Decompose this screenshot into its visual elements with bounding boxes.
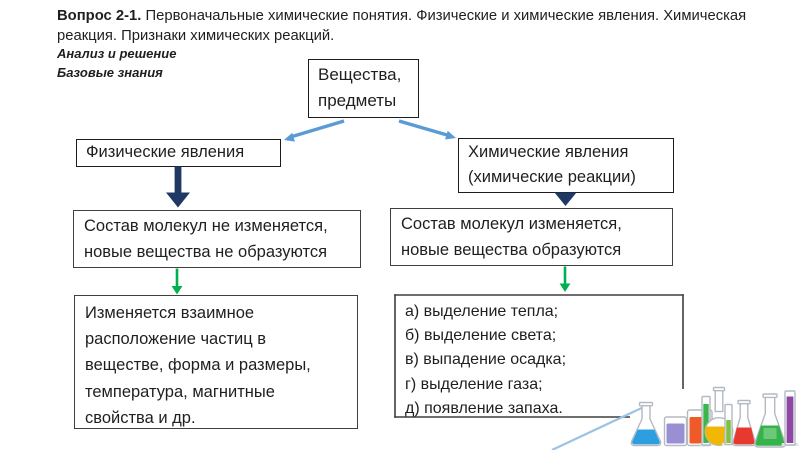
text-line: Химические явления <box>468 143 629 161</box>
text-line: предметы <box>318 91 397 110</box>
text-line: Вещества, <box>318 65 402 84</box>
basics-label: Базовые знания <box>57 65 163 80</box>
text-line: Состав молекул изменяется, <box>401 215 622 233</box>
question-title-line2: реакция. Признаки химических реакций. <box>57 27 335 44</box>
question-number: Вопрос 2-1. <box>57 8 142 24</box>
beaker-orange-icon <box>686 409 713 447</box>
test-tube-green-icon <box>721 403 736 446</box>
analysis-label: Анализ и решение <box>57 46 177 61</box>
reaction-signs-box: а) выделение тепла; б) выделение света; в)… <box>395 295 683 417</box>
question-title-line1: Вопрос 2-1. Первоначальные химические по… <box>57 8 747 24</box>
cylinder-violet-icon <box>781 390 799 446</box>
main-arrow-left-icon <box>166 166 190 208</box>
beaker-purple-icon <box>663 416 688 447</box>
text-line: Состав молекул не изменяется, <box>84 217 328 235</box>
text-line: температура, магнитные <box>85 382 275 401</box>
main-arrow-right-icon <box>554 192 577 206</box>
text-line: свойства и др. <box>85 408 196 427</box>
cylinder-green-icon <box>698 395 714 446</box>
text-line: в) выпадение осадка; <box>405 351 567 369</box>
question-title: Вопрос 2-1. Первоначальные химические по… <box>57 7 746 46</box>
text-line: веществе, форма и размеры, <box>85 356 311 375</box>
round-flask-yellow-icon <box>704 386 734 447</box>
branch-arrow-right-icon <box>398 119 456 140</box>
text-line: новые вещества образуются <box>401 241 622 259</box>
erlenmeyer-flask-red-icon <box>732 399 756 447</box>
text-line: (химические реакции) <box>468 168 636 186</box>
physical-detail-box: Изменяется взаимное расположение частиц в… <box>74 295 358 429</box>
erlenmeyer-flask-green-icon <box>754 393 786 448</box>
chemical-phenomena-box: Химические явления (химические реакции) <box>458 138 674 193</box>
text-line: д) появление запаха. <box>405 399 563 417</box>
text-line: Изменяется взаимное <box>85 304 255 322</box>
text-line: а) выделение тепла; <box>405 303 559 320</box>
detail-arrow-right-icon <box>559 266 571 292</box>
root-box-substances: Вещества, предметы <box>308 59 419 118</box>
physical-description-box: Состав молекул не изменяется, новые вещес… <box>73 210 361 268</box>
text-line: расположение частиц в <box>85 330 267 349</box>
text-line: б) выделение света; <box>405 327 557 345</box>
text-line: г) выделение газа; <box>405 375 543 393</box>
detail-arrow-left-icon <box>171 268 183 295</box>
physical-phenomena-box: Физические явления <box>76 139 281 167</box>
branch-arrow-left-icon <box>284 119 345 142</box>
chemical-description-box: Состав молекул изменяется, новые вещества… <box>390 208 673 266</box>
text-line: новые вещества не образуются <box>84 243 328 261</box>
